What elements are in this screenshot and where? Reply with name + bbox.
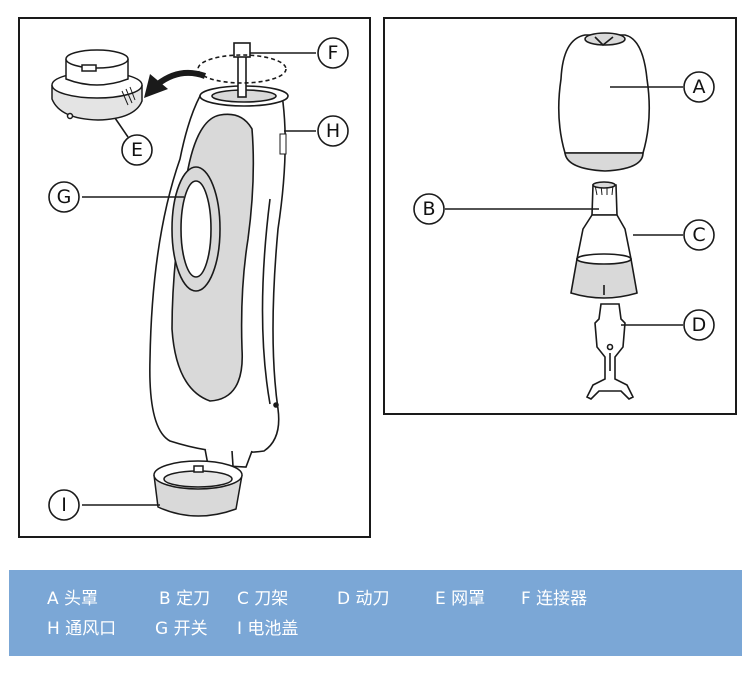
legend-row-1: A 头罩 B 定刀 C 刀架 D 动刀 E 网罩 F 连接器 (47, 584, 742, 614)
legend-item-f: F 连接器 (521, 589, 588, 609)
legend-item-b: B 定刀 (159, 589, 211, 609)
legend-item-a: A 头罩 (47, 589, 99, 609)
callout-f: F (328, 42, 339, 64)
trimmer-handle-illustration (149, 42, 289, 468)
cutting-head-illustration: A B C D (413, 32, 715, 400)
legend-item-c: C 刀架 (237, 589, 289, 609)
legend-item-g: G 开关 (155, 619, 208, 639)
trimmer-body-panel: F H G E I (18, 17, 371, 538)
callout-a: A (693, 76, 706, 98)
blade-holder-c-illustration (570, 181, 638, 299)
parts-legend: A 头罩 B 定刀 C 刀架 D 动刀 E 网罩 F 连接器 H 通风口 G 开… (9, 570, 742, 656)
legend-item-e: E 网罩 (435, 589, 486, 609)
trimmer-body-illustration: F H G E I (48, 37, 349, 521)
callout-d: D (692, 314, 707, 336)
net-cover-e-illustration (51, 49, 143, 121)
callout-i: I (61, 494, 67, 516)
legend-item-d: D 动刀 (337, 589, 390, 609)
callout-g: G (57, 186, 72, 208)
moving-blade-d-illustration (585, 303, 635, 400)
legend-item-h: H 通风口 (47, 619, 117, 639)
battery-cover-i-illustration (153, 460, 243, 517)
callout-h: H (326, 120, 340, 142)
callout-c: C (692, 224, 705, 246)
remove-arrow-icon (156, 69, 207, 87)
remove-arrow-head-icon (144, 74, 168, 98)
legend-row-2: H 通风口 G 开关 I 电池盖 (47, 614, 742, 644)
head-cap-a-illustration (557, 32, 651, 172)
cutting-head-panel: A B C D (383, 17, 737, 415)
callout-b: B (422, 198, 435, 220)
legend-item-i: I 电池盖 (237, 619, 299, 639)
callout-e: E (131, 139, 143, 161)
